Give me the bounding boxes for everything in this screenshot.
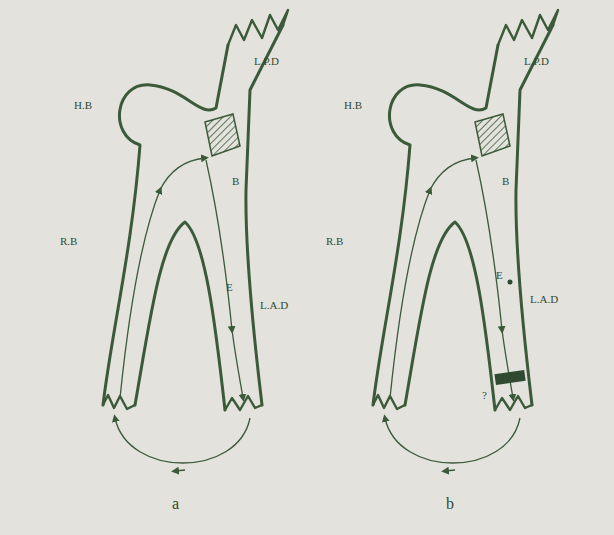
part-label: E — [496, 270, 503, 281]
part-label: L.A.D — [530, 294, 558, 305]
figure-caption: a — [172, 496, 179, 512]
part-label: L.P.D — [254, 56, 279, 67]
part-label: E — [226, 282, 233, 293]
part-label: H.B — [74, 100, 92, 111]
loop-figure-b — [373, 10, 558, 471]
part-label: B — [232, 176, 239, 187]
part-label: L.P.D — [524, 56, 549, 67]
part-label: B — [502, 176, 509, 187]
dot-mark — [508, 280, 513, 285]
part-label: L.A.D — [260, 300, 288, 311]
figure-caption: b — [446, 496, 454, 512]
obstruction-band — [494, 370, 525, 385]
part-label: R.B — [60, 236, 77, 247]
part-label: H.B — [344, 100, 362, 111]
part-label: ? — [482, 390, 487, 401]
loop-figure-a — [103, 10, 288, 471]
part-label: R.B — [326, 236, 343, 247]
